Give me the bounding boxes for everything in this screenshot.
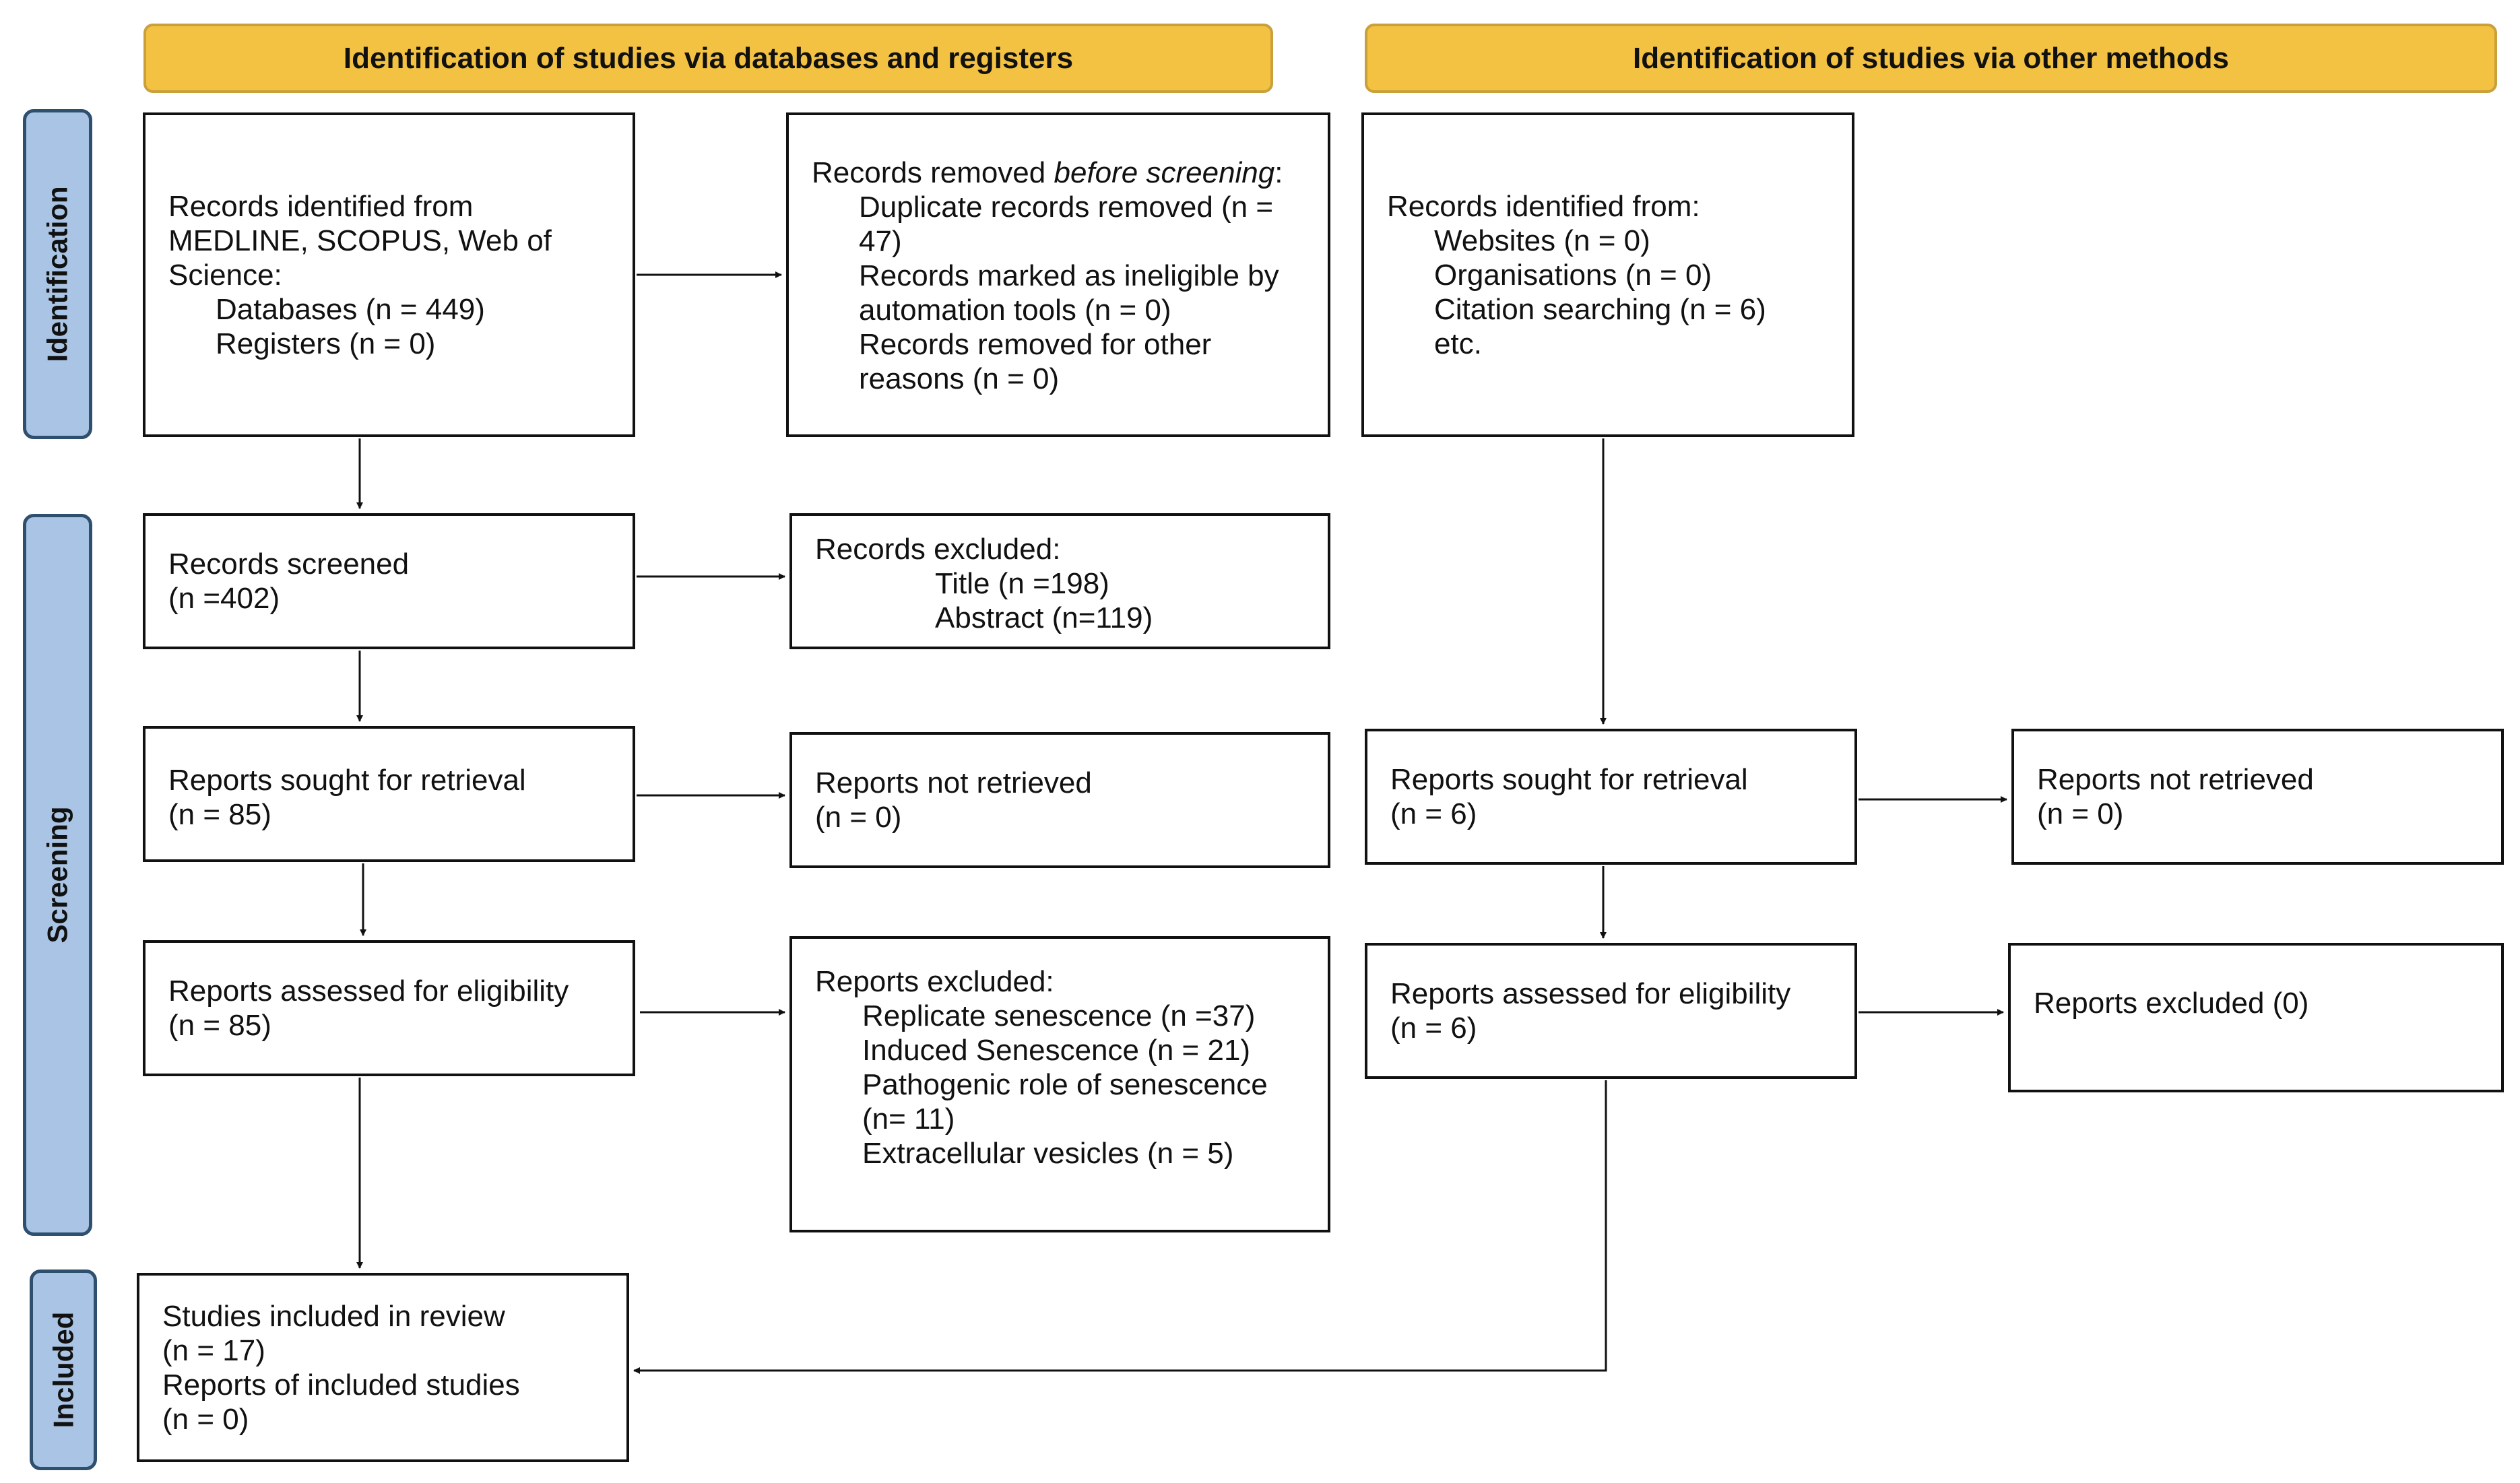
phase-identification: Identification	[23, 109, 92, 439]
box-records-removed: Records removed before screening: Duplic…	[786, 112, 1330, 437]
text-line: (n = 85)	[168, 798, 271, 831]
text-line: (n = 85)	[168, 1009, 271, 1042]
text-line: Reports not retrieved	[2037, 763, 2314, 796]
text-line: Abstract (n=119)	[935, 601, 1153, 634]
box-other-reports-assessed: Reports assessed for eligibility (n = 6)	[1365, 943, 1857, 1079]
phase-included: Included	[30, 1270, 97, 1470]
text-line: (n = 0)	[2037, 797, 2124, 830]
box-reports-excluded: Reports excluded: Replicate senescence (…	[789, 936, 1330, 1232]
text-line: Pathogenic role of senescence	[862, 1068, 1268, 1101]
box-reports-assessed: Reports assessed for eligibility (n = 85…	[143, 940, 635, 1076]
text-line: reasons (n = 0)	[859, 362, 1060, 395]
text-line: Websites (n = 0)	[1434, 224, 1650, 257]
phase-screening: Screening	[23, 514, 92, 1236]
text-line: Reports excluded (0)	[2034, 987, 2309, 1020]
text-line: Records excluded:	[815, 533, 1061, 566]
text-line: (n = 6)	[1390, 797, 1477, 830]
text-line: Reports of included studies	[162, 1368, 520, 1402]
text-line: (n = 0)	[162, 1402, 249, 1436]
text-line: Citation searching (n = 6)	[1434, 292, 1766, 326]
text-line: Reports sought for retrieval	[1390, 763, 1748, 796]
text-line: (n = 0)	[815, 801, 902, 834]
text-line: (n= 11)	[862, 1102, 955, 1135]
text-line: Organisations (n = 0)	[1434, 258, 1712, 292]
text-line: etc.	[1434, 327, 1482, 360]
box-records-excluded: Records excluded: Title (n =198) Abstrac…	[789, 513, 1330, 649]
text-line: MEDLINE, SCOPUS, Web of	[168, 224, 552, 257]
title-emphasis: before screening	[1054, 156, 1275, 189]
text-line: Extracellular vesicles (n = 5)	[862, 1137, 1234, 1170]
text-line: Reports sought for retrieval	[168, 764, 526, 797]
text-line: Studies included in review	[162, 1299, 505, 1333]
text-line: Reports excluded:	[815, 965, 1054, 998]
text-line: (n = 17)	[162, 1333, 265, 1367]
box-reports-not-retrieved: Reports not retrieved (n = 0)	[789, 732, 1330, 868]
text-line: 47)	[859, 225, 902, 258]
text-line: (n = 6)	[1390, 1012, 1477, 1045]
title-prefix: Records removed	[812, 156, 1054, 189]
box-other-reports-sought: Reports sought for retrieval (n = 6)	[1365, 729, 1857, 865]
box-other-reports-excluded: Reports excluded (0)	[2008, 943, 2504, 1092]
text-line: Records marked as ineligible by	[859, 259, 1279, 292]
text-line: Reports not retrieved	[815, 766, 1092, 799]
text-line: Registers (n = 0)	[216, 327, 436, 360]
header-other-methods: Identification of studies via other meth…	[1365, 24, 2497, 93]
text-line: Records screened	[168, 548, 410, 581]
box-records-screened: Records screened (n =402)	[143, 513, 635, 649]
text-line: Science:	[168, 258, 282, 292]
box-other-reports-not-retrieved: Reports not retrieved (n = 0)	[2011, 729, 2504, 865]
text-line: Reports assessed for eligibility	[168, 975, 569, 1008]
text-line: Records identified from	[168, 189, 474, 223]
title-suffix: :	[1274, 156, 1283, 189]
box-other-records-identified: Records identified from: Websites (n = 0…	[1361, 112, 1854, 437]
box-records-identified: Records identified from MEDLINE, SCOPUS,…	[143, 112, 635, 437]
text-line: automation tools (n = 0)	[859, 294, 1171, 327]
text-line: (n =402)	[168, 582, 280, 615]
text-line: Replicate senescence (n =37)	[862, 999, 1256, 1032]
header-databases-registers: Identification of studies via databases …	[143, 24, 1273, 93]
text-line: Records identified from:	[1387, 189, 1700, 223]
arrow-other-assessed-to-included	[633, 1080, 1607, 1374]
text-line: Duplicate records removed (n =	[859, 191, 1274, 224]
box-title: Records removed before screening:	[812, 156, 1316, 190]
text-line: Title (n =198)	[935, 567, 1109, 600]
text-line: Records removed for other	[859, 328, 1212, 361]
text-line: Databases (n = 449)	[216, 292, 485, 326]
box-reports-sought: Reports sought for retrieval (n = 85)	[143, 726, 635, 862]
box-studies-included: Studies included in review (n = 17) Repo…	[137, 1273, 629, 1462]
text-line: Reports assessed for eligibility	[1390, 977, 1791, 1010]
text-line: Induced Senescence (n = 21)	[862, 1034, 1251, 1067]
